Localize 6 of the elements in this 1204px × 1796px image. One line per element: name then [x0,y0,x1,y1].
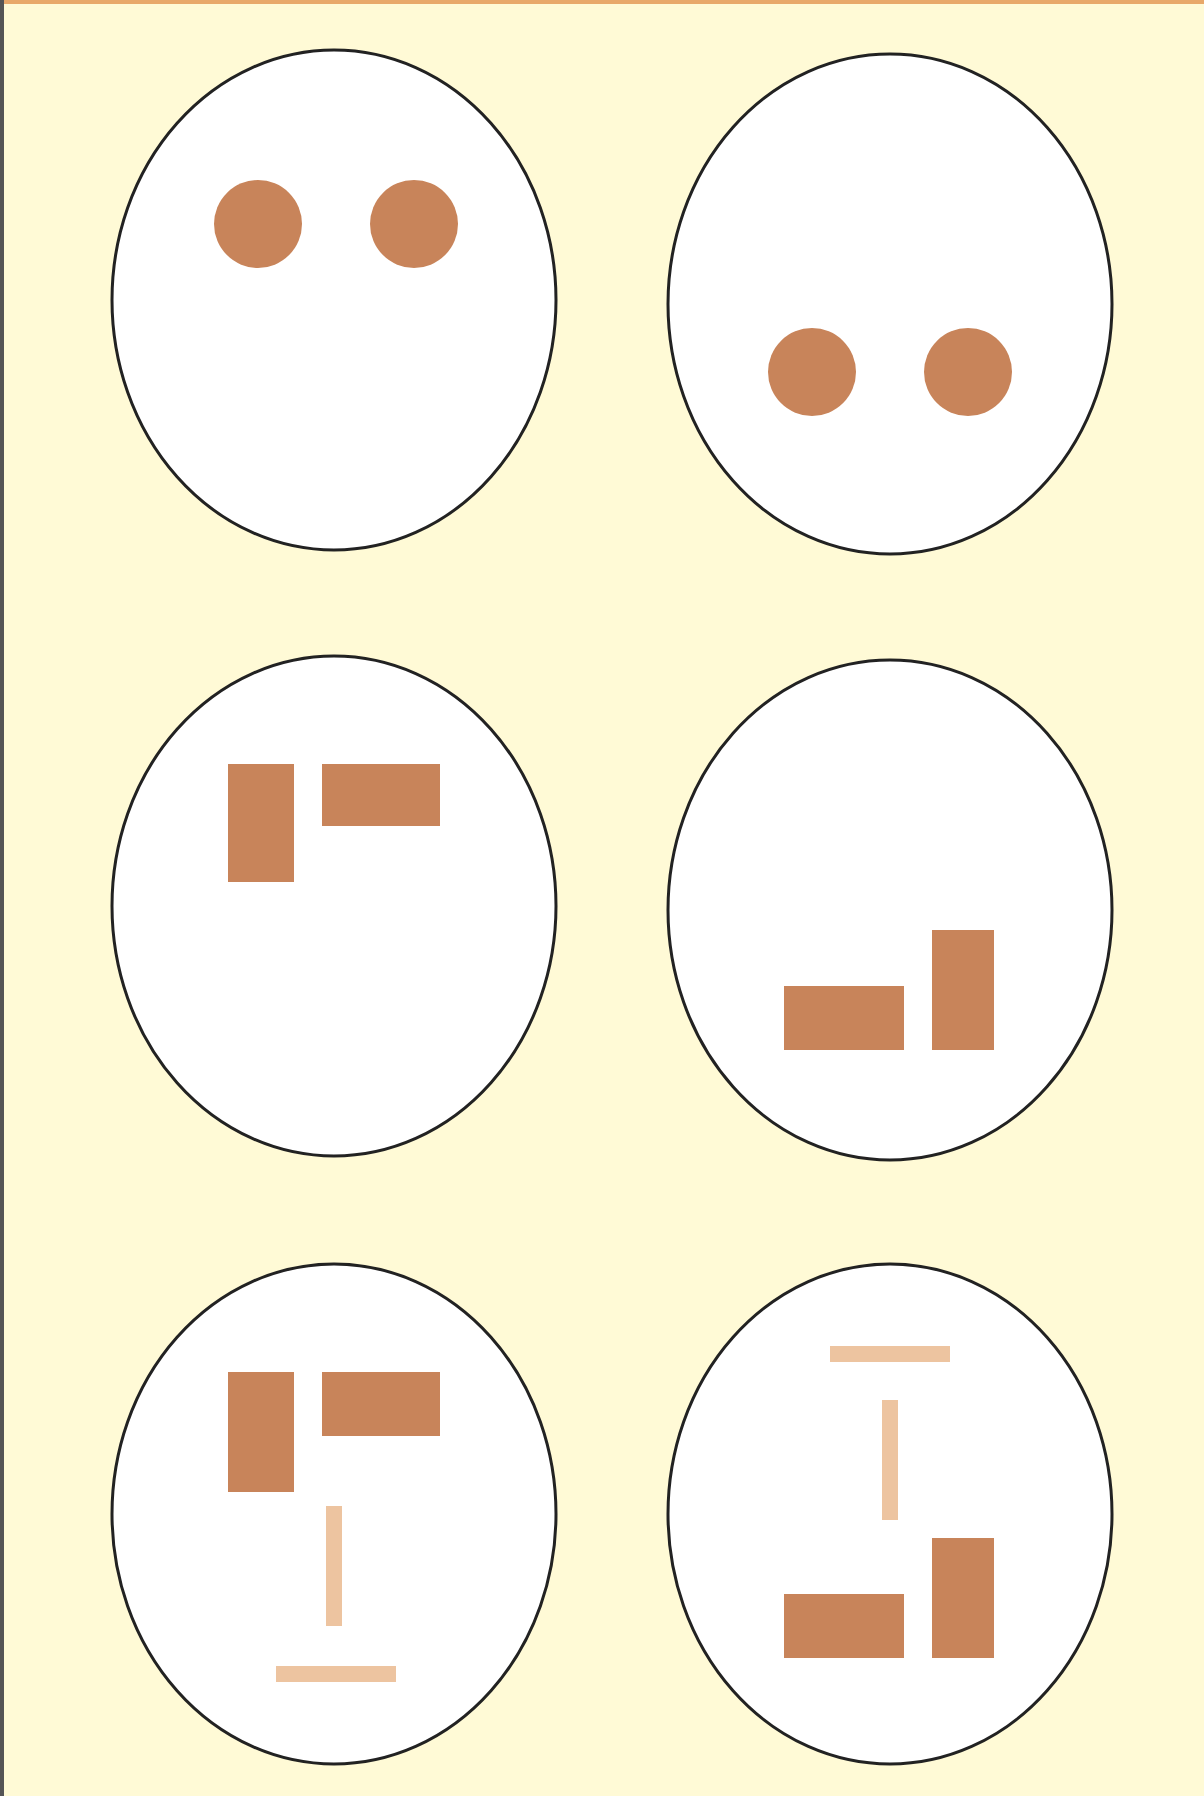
oval-outline [666,658,1114,1162]
oval-outline [110,654,558,1158]
oval-outline [110,48,558,552]
oval-outline [666,52,1114,556]
oval-outline [110,1262,558,1766]
oval-outline [666,1262,1114,1766]
